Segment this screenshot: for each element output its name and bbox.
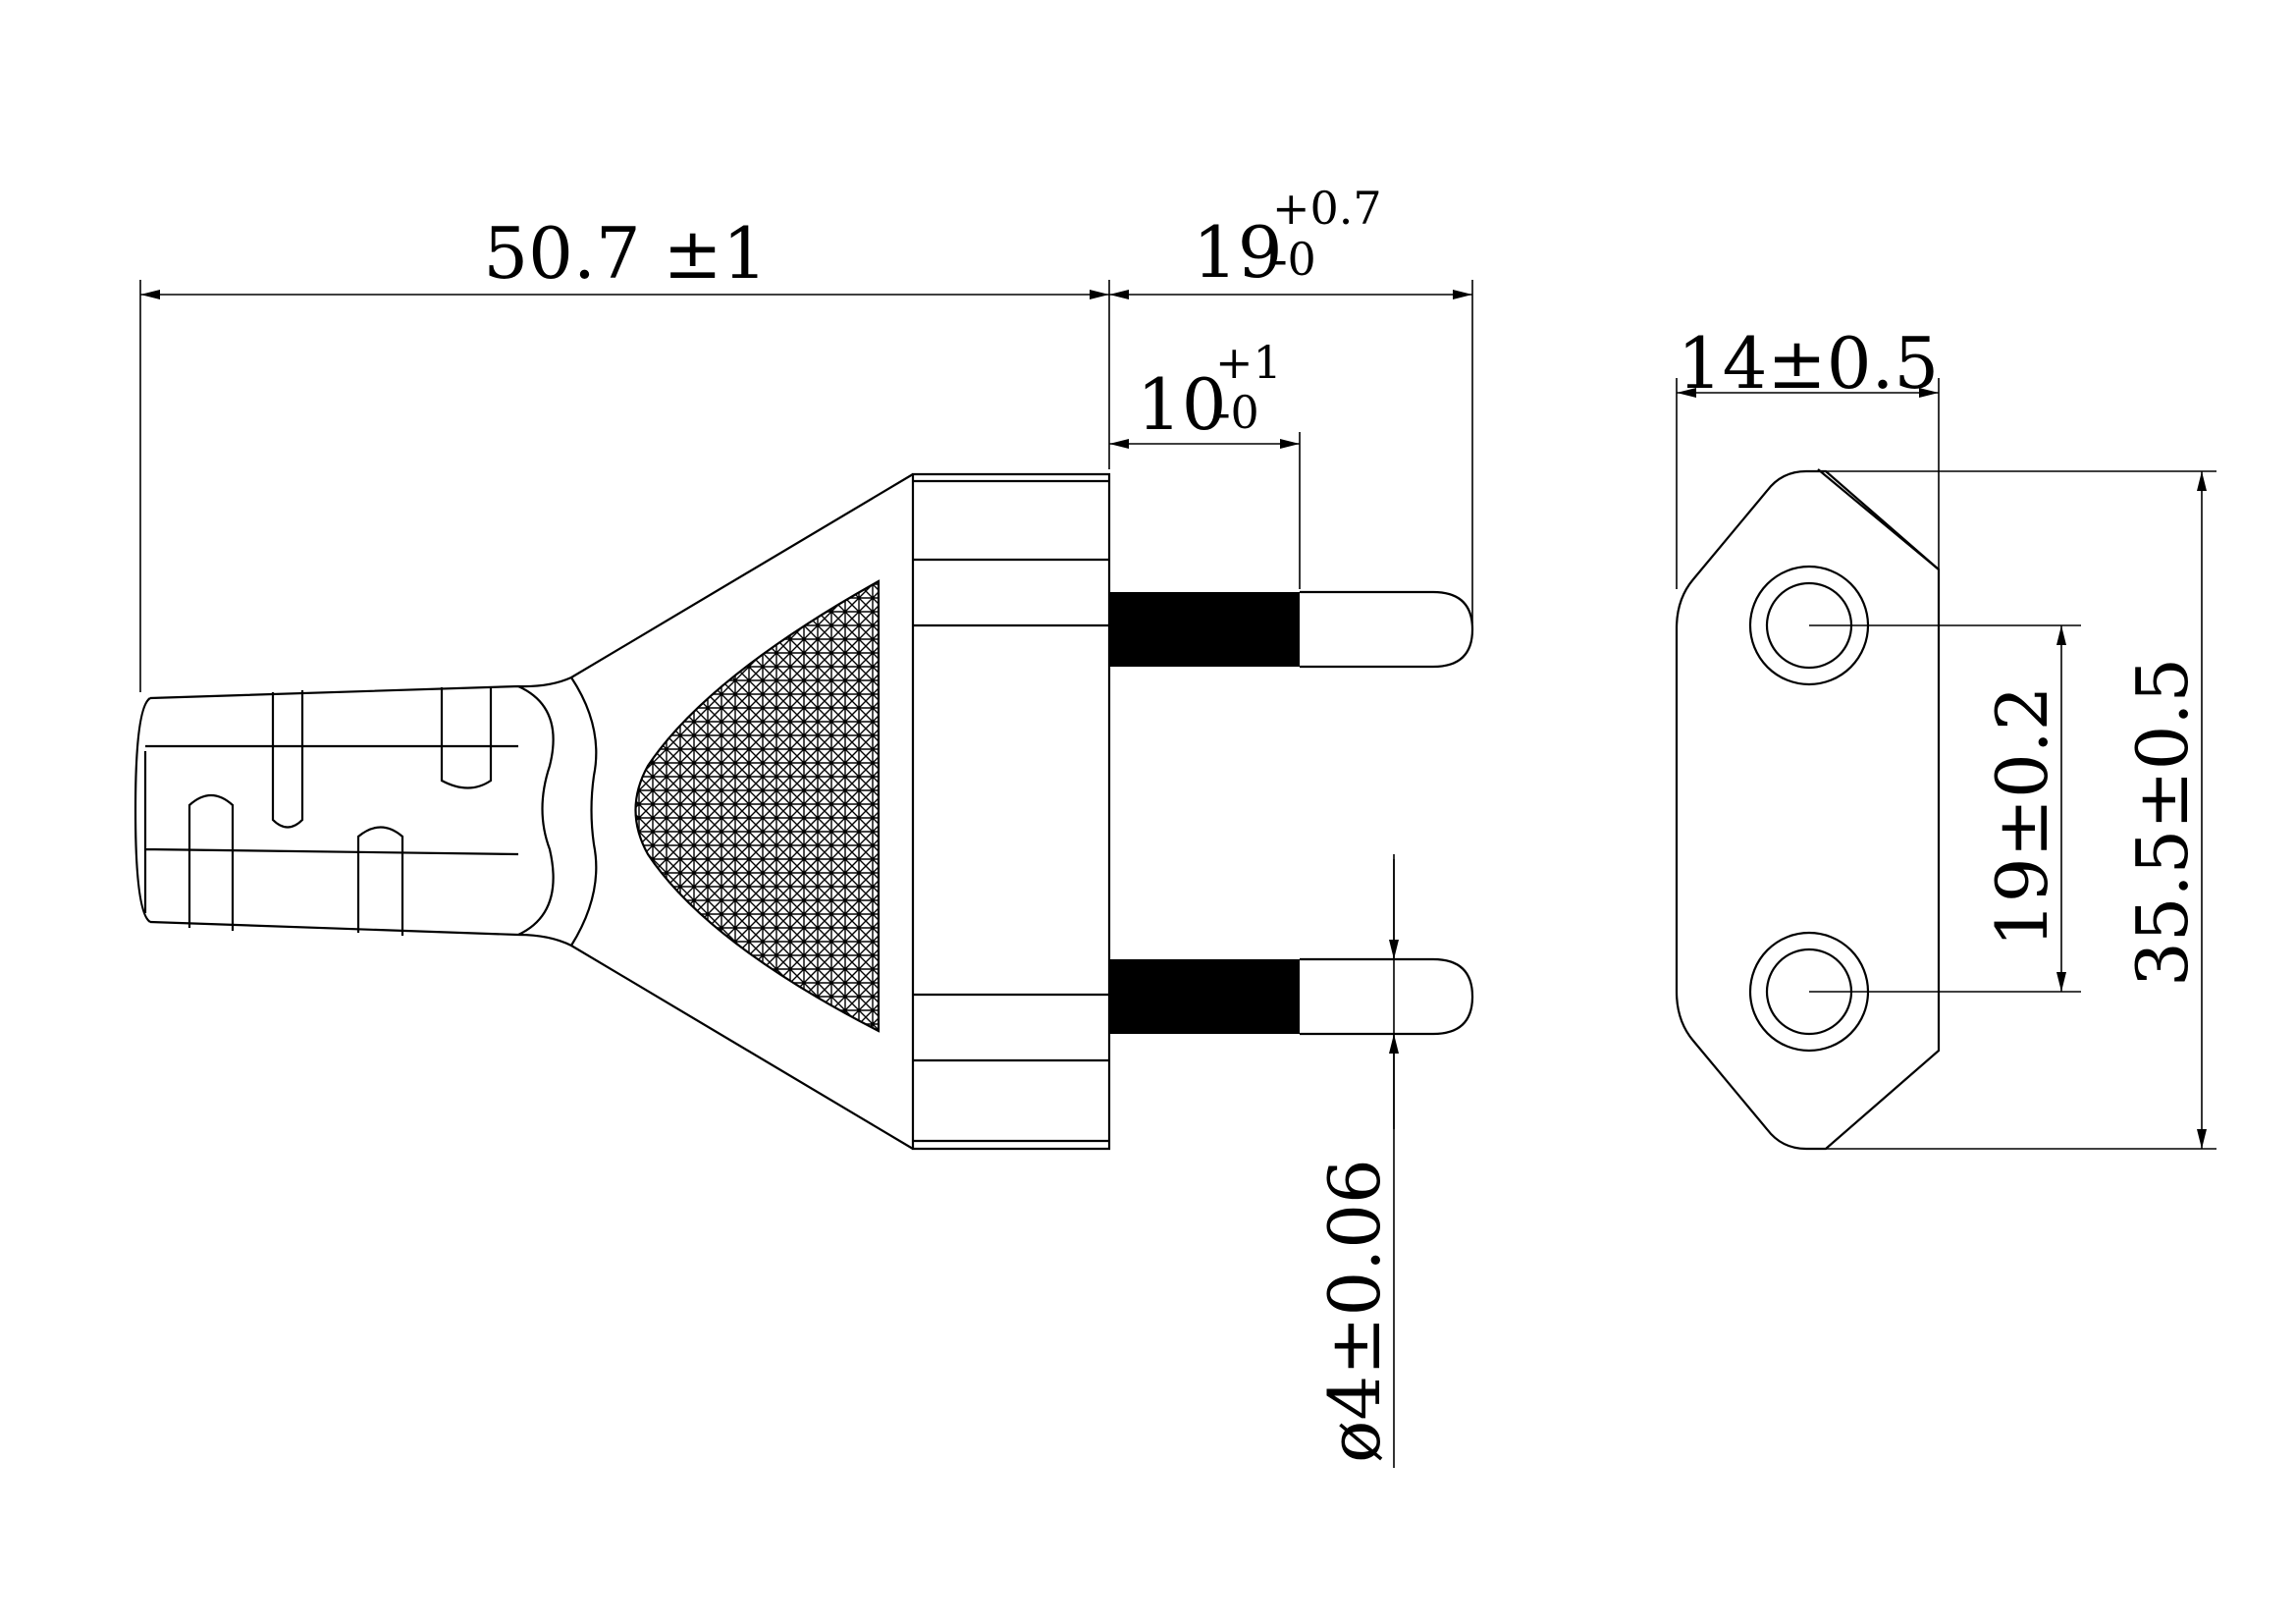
plug-face-outline <box>1675 469 1941 1151</box>
dim-insulation-tol-upper: +1 <box>1215 336 1282 389</box>
dim-pin-spacing: 19±0.2 <box>1809 624 2081 993</box>
dim-face-height-value: 35.5 <box>2121 830 2204 987</box>
cord-strain-relief <box>133 473 914 1150</box>
dim-diameter-tol: ±0.06 <box>1313 1159 1396 1376</box>
svg-text:35.5±0.5: 35.5±0.5 <box>2121 658 2204 987</box>
dim-pin-length-value: 19 <box>1193 211 1283 294</box>
dim-insulation-length: 10 +1 -0 <box>1109 336 1301 589</box>
dim-overall-tol: ±1 <box>664 212 768 295</box>
hatched-body <box>634 579 881 1033</box>
pin-upper <box>1109 590 1474 669</box>
dim-face-height: 35.5±0.5 <box>1826 470 2216 1150</box>
svg-text:14±0.5: 14±0.5 <box>1678 322 1939 405</box>
side-view: 50.7 ±1 19 +0.7 -0 10 +1 -0 <box>133 182 1474 1468</box>
dim-pin-spacing-tol: ±0.2 <box>1981 686 2063 858</box>
front-view: 14±0.5 19±0.2 35.5±0.5 <box>1675 322 2216 1151</box>
svg-text:50.7 ±1: 50.7 ±1 <box>483 212 767 295</box>
dim-pin-length: 19 +0.7 -0 <box>1109 182 1473 623</box>
dim-face-width-tol: ±0.5 <box>1767 322 1939 405</box>
dim-face-width: 14±0.5 <box>1676 322 1940 589</box>
svg-text:ø4±0.06: ø4±0.06 <box>1313 1159 1396 1463</box>
dim-insulation-value: 10 <box>1137 363 1227 446</box>
dim-pin-length-tol-upper: +0.7 <box>1272 182 1382 235</box>
dim-face-height-tol: ±0.5 <box>2121 658 2204 830</box>
dim-pin-diameter: ø4±0.06 <box>1313 854 1414 1468</box>
dim-overall-length: 50.7 ±1 <box>139 212 1110 692</box>
dim-diameter-symbol: ø <box>1313 1421 1396 1463</box>
dim-diameter-value: 4 <box>1313 1376 1396 1421</box>
dim-pin-spacing-value: 19 <box>1981 857 2063 947</box>
dim-pin-length-tol-lower: -0 <box>1272 233 1316 286</box>
dim-insulation-tol-lower: -0 <box>1215 386 1259 439</box>
plug-head <box>911 472 1111 1151</box>
svg-text:19±0.2: 19±0.2 <box>1981 686 2063 947</box>
pin-lower <box>1109 957 1474 1036</box>
dim-overall-value: 50.7 <box>483 212 640 295</box>
dim-face-width-value: 14 <box>1678 322 1768 405</box>
